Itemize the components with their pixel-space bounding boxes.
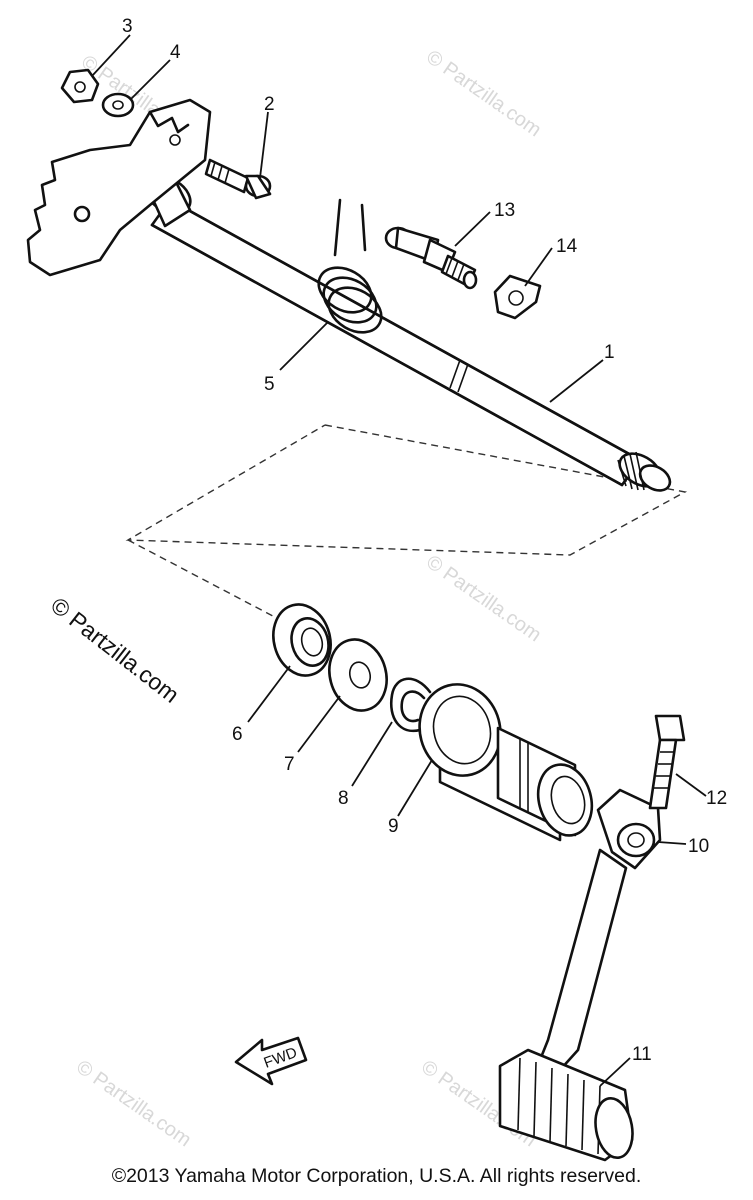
callout-14: 14 <box>556 236 578 257</box>
callout-1: 1 <box>604 342 615 363</box>
faint-watermark: © Partzilla.com <box>422 551 545 646</box>
part-shift-sector-plate <box>26 98 212 277</box>
callout-8: 8 <box>338 788 349 809</box>
part-stud-bolt <box>384 226 478 290</box>
part-shift-shaft <box>144 175 672 492</box>
copyright-notice: ©2013 Yamaha Motor Corporation, U.S.A. A… <box>111 1165 642 1187</box>
callout-12: 12 <box>706 788 727 809</box>
callout-6: 6 <box>232 724 243 745</box>
callout-11: 11 <box>632 1044 652 1065</box>
part-pedal-rubber <box>498 1048 634 1162</box>
callout-3: 3 <box>122 16 133 37</box>
callout-10: 10 <box>688 836 709 857</box>
callout-2: 2 <box>264 94 275 115</box>
assembly-reference-lines <box>125 424 688 626</box>
part-shift-pedal <box>538 788 662 1072</box>
part-stopper-plate <box>493 274 542 320</box>
callout-5: 5 <box>264 374 275 395</box>
callout-4: 4 <box>170 42 181 63</box>
faint-watermark: © Partzilla.com <box>422 46 545 141</box>
callout-9: 9 <box>388 816 399 837</box>
leader-lines <box>91 34 707 1087</box>
part-washer <box>328 638 388 712</box>
part-washer-small <box>101 92 135 118</box>
callout-labels: 3 4 2 13 14 5 1 6 7 8 9 10 12 11 <box>122 16 727 1065</box>
part-circlip <box>389 677 432 733</box>
forward-direction-arrow: FWD <box>234 1036 308 1086</box>
callout-7: 7 <box>284 754 295 775</box>
faint-watermark: © Partzilla.com <box>72 1056 195 1151</box>
part-oil-seal <box>272 603 332 677</box>
callout-13: 13 <box>494 200 515 221</box>
part-pin-bolt <box>204 158 272 200</box>
part-return-spring <box>317 198 383 334</box>
part-nut <box>60 68 100 104</box>
part-collar <box>418 683 594 842</box>
part-pinch-bolt <box>648 714 686 810</box>
